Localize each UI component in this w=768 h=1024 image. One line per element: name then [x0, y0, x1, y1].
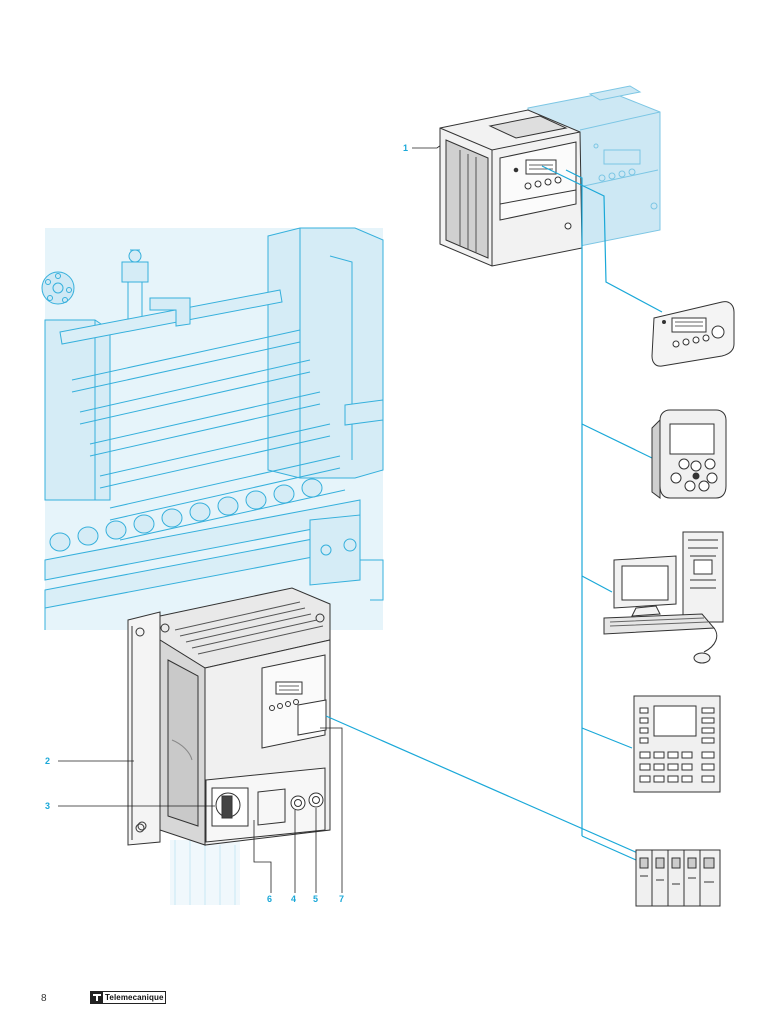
- callout-3: 3: [45, 801, 50, 811]
- callout-5: 5: [313, 894, 318, 904]
- callout-4: 4: [291, 894, 296, 904]
- callout-1: 1: [403, 143, 408, 153]
- brand-mark-icon: [91, 992, 103, 1003]
- graphic-display-terminal: [651, 409, 727, 499]
- communication-links: [325, 165, 663, 861]
- pc-workstation: [603, 531, 724, 664]
- plc-rack: [635, 849, 721, 907]
- callout-leaders: [58, 144, 442, 893]
- enclosed-drive-drawing: [127, 587, 331, 846]
- operator-panel: [633, 695, 721, 793]
- variable-speed-drive-drawing: [439, 85, 661, 267]
- brand-logo: Telemecanique: [90, 991, 166, 1004]
- callout-numbers: 1 2 3 4 5 6 7: [45, 143, 408, 904]
- callout-7: 7: [339, 894, 344, 904]
- page-number: 8: [41, 993, 47, 1004]
- remote-display-terminal: [651, 301, 735, 367]
- callout-6: 6: [267, 894, 272, 904]
- conveyor-machine-drawing: [41, 227, 384, 905]
- callout-2: 2: [45, 756, 50, 766]
- brand-name: Telemecanique: [105, 993, 164, 1002]
